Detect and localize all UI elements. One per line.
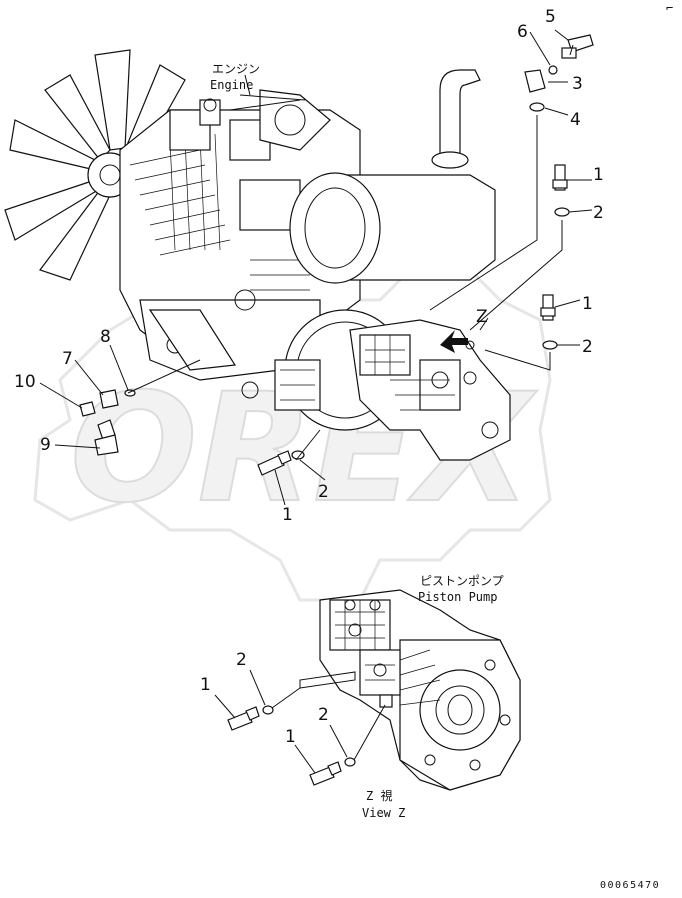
- pump-label-en: Piston Pump: [418, 590, 497, 604]
- part-2-oring-pump-upper-icon: [262, 705, 274, 715]
- callout-1-pump-lower: 1: [285, 727, 296, 747]
- callout-1-upper: 1: [593, 165, 604, 185]
- pump-label-jp: ピストンポンプ: [420, 574, 504, 588]
- part-8-oring-icon: [124, 389, 136, 397]
- callout-2-pump-lower: 2: [318, 705, 329, 725]
- part-2-oring-middle-icon: [542, 340, 558, 350]
- callout-1-middle: 1: [582, 294, 593, 314]
- leader-lines-engine: [39, 29, 593, 506]
- part-1-sensor-middle-icon: [540, 294, 556, 321]
- piston-pump-view: [299, 589, 521, 791]
- part-10-plug-icon: [79, 401, 96, 417]
- callout-2-middle: 2: [582, 337, 593, 357]
- callouts: 5 6 3 4 1 2 1 2 8 7 10 9 2 1 2 1 2 1: [14, 7, 604, 747]
- callout-4: 4: [570, 110, 581, 130]
- part-1-sensor-pump-upper-icon: [227, 706, 260, 731]
- engine-label-en: Engine: [210, 78, 253, 92]
- pump-view-loose-parts: [227, 705, 356, 786]
- engine-label-jp: エンジン: [212, 62, 260, 76]
- callout-7: 7: [62, 349, 73, 369]
- part-2-oring-pump-lower-icon: [344, 757, 356, 767]
- part-9-switch-icon: [94, 419, 119, 456]
- callout-9: 9: [40, 435, 51, 455]
- callout-8: 8: [100, 327, 111, 347]
- callout-6: 6: [517, 22, 528, 42]
- view-z-label-jp: Z 視: [366, 788, 392, 803]
- z-marker-label: Z: [476, 307, 488, 327]
- view-z-arrow-icon: [440, 330, 468, 353]
- part-5-sensor-icon: [561, 34, 594, 59]
- part-4-oring-icon: [529, 102, 545, 112]
- callout-2-lower: 2: [318, 482, 329, 502]
- part-1-sensor-upper-icon: [552, 164, 568, 191]
- engine-block: [119, 89, 361, 399]
- callout-10: 10: [14, 372, 36, 392]
- part-2-oring-upper-icon: [554, 207, 570, 217]
- corner-mark: ⌐: [666, 1, 673, 15]
- callout-5: 5: [545, 7, 556, 27]
- leader-lines-pump: [214, 669, 386, 774]
- engine-assembly: [4, 49, 511, 461]
- muffler: [289, 69, 496, 284]
- loose-parts: [79, 34, 594, 476]
- callout-2-pump-upper: 2: [236, 650, 247, 670]
- part-1-sensor-pump-lower-icon: [309, 761, 342, 786]
- attached-pump: [349, 319, 511, 461]
- callout-1-lower: 1: [282, 505, 293, 525]
- part-6-oring-icon: [548, 65, 558, 75]
- part-1-sensor-lower-icon: [257, 450, 292, 476]
- callout-3: 3: [572, 74, 583, 94]
- view-z-label-en: View Z: [362, 806, 405, 820]
- callout-1-pump-upper: 1: [200, 675, 211, 695]
- document-number: 00065470: [600, 880, 660, 891]
- part-7-adapter-icon: [99, 389, 119, 409]
- callout-2-upper: 2: [593, 203, 604, 223]
- part-3-adapter-icon: [524, 69, 546, 93]
